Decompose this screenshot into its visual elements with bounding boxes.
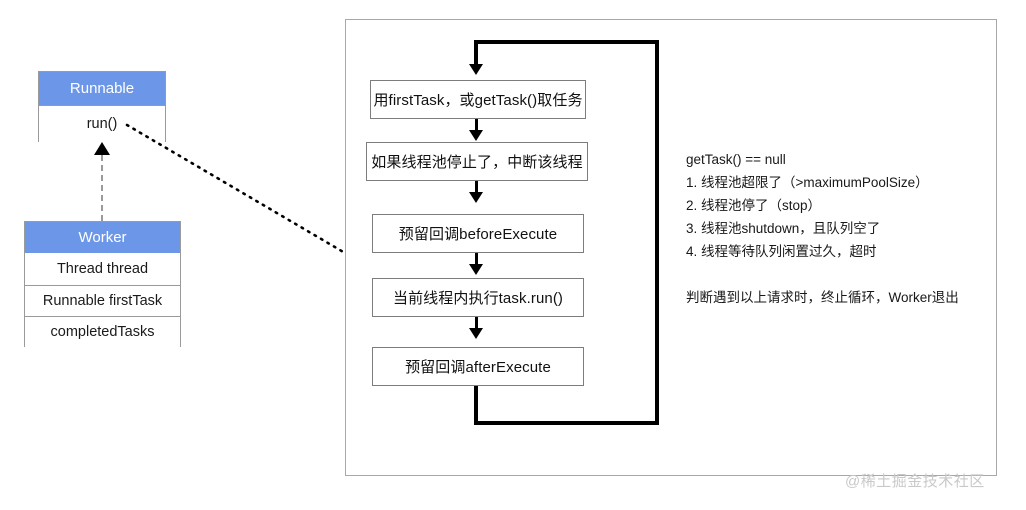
notes-item-2: 2. 线程池停了（stop） [686, 198, 822, 213]
notes-conclusion: 判断遇到以上请求时，终止循环，Worker退出 [686, 290, 959, 305]
implements-arrowhead-icon [94, 142, 110, 155]
runnable-member-run: run() [39, 105, 165, 142]
flow-step-3: 预留回调beforeExecute [372, 214, 584, 253]
notes-item-4: 4. 线程等待队列闲置过久，超时 [686, 244, 877, 259]
flow-connector-3-4 [475, 253, 478, 267]
flow-step-4: 当前线程内执行task.run() [372, 278, 584, 317]
loop-top-segment [474, 40, 659, 44]
notes-heading: getTask() == null [686, 152, 786, 167]
flow-arrowhead-2-3-icon [469, 192, 483, 203]
loop-right-segment [655, 40, 659, 425]
flow-connector-4-5 [475, 317, 478, 331]
loop-bottom-segment [474, 421, 659, 425]
flow-connector-2-3 [475, 181, 478, 195]
flow-step-2: 如果线程池停止了，中断该线程 [366, 142, 588, 181]
worker-class-title: Worker [25, 222, 180, 253]
notes-spacer [686, 263, 986, 286]
loop-entry-arrowhead-icon [469, 64, 483, 75]
flow-step-1: 用firstTask，或getTask()取任务 [370, 80, 586, 119]
flow-arrowhead-1-2-icon [469, 130, 483, 141]
worker-member-first-task: Runnable firstTask [25, 284, 180, 317]
watermark-label: @稀土掘金技术社区 [845, 473, 985, 490]
notes-item-3: 3. 线程池shutdown，且队列空了 [686, 221, 881, 236]
implements-dashed-line [101, 155, 103, 221]
worker-class-box: Worker Thread thread Runnable firstTask … [24, 221, 181, 348]
loop-down-segment [474, 385, 478, 425]
flow-arrowhead-4-5-icon [469, 328, 483, 339]
flow-step-5: 预留回调afterExecute [372, 347, 584, 386]
notes-item-1: 1. 线程池超限了（>maximumPoolSize） [686, 175, 929, 190]
flow-arrowhead-3-4-icon [469, 264, 483, 275]
worker-member-completed-tasks: completedTasks [25, 316, 180, 348]
runnable-class-box: Runnable run() [38, 71, 166, 142]
flow-connector-1-2 [475, 119, 478, 133]
notes-block: getTask() == null 1. 线程池超限了（>maximumPool… [686, 148, 986, 309]
runnable-class-title: Runnable [39, 72, 165, 105]
worker-member-thread: Thread thread [25, 253, 180, 285]
loop-entry-segment [474, 40, 478, 66]
